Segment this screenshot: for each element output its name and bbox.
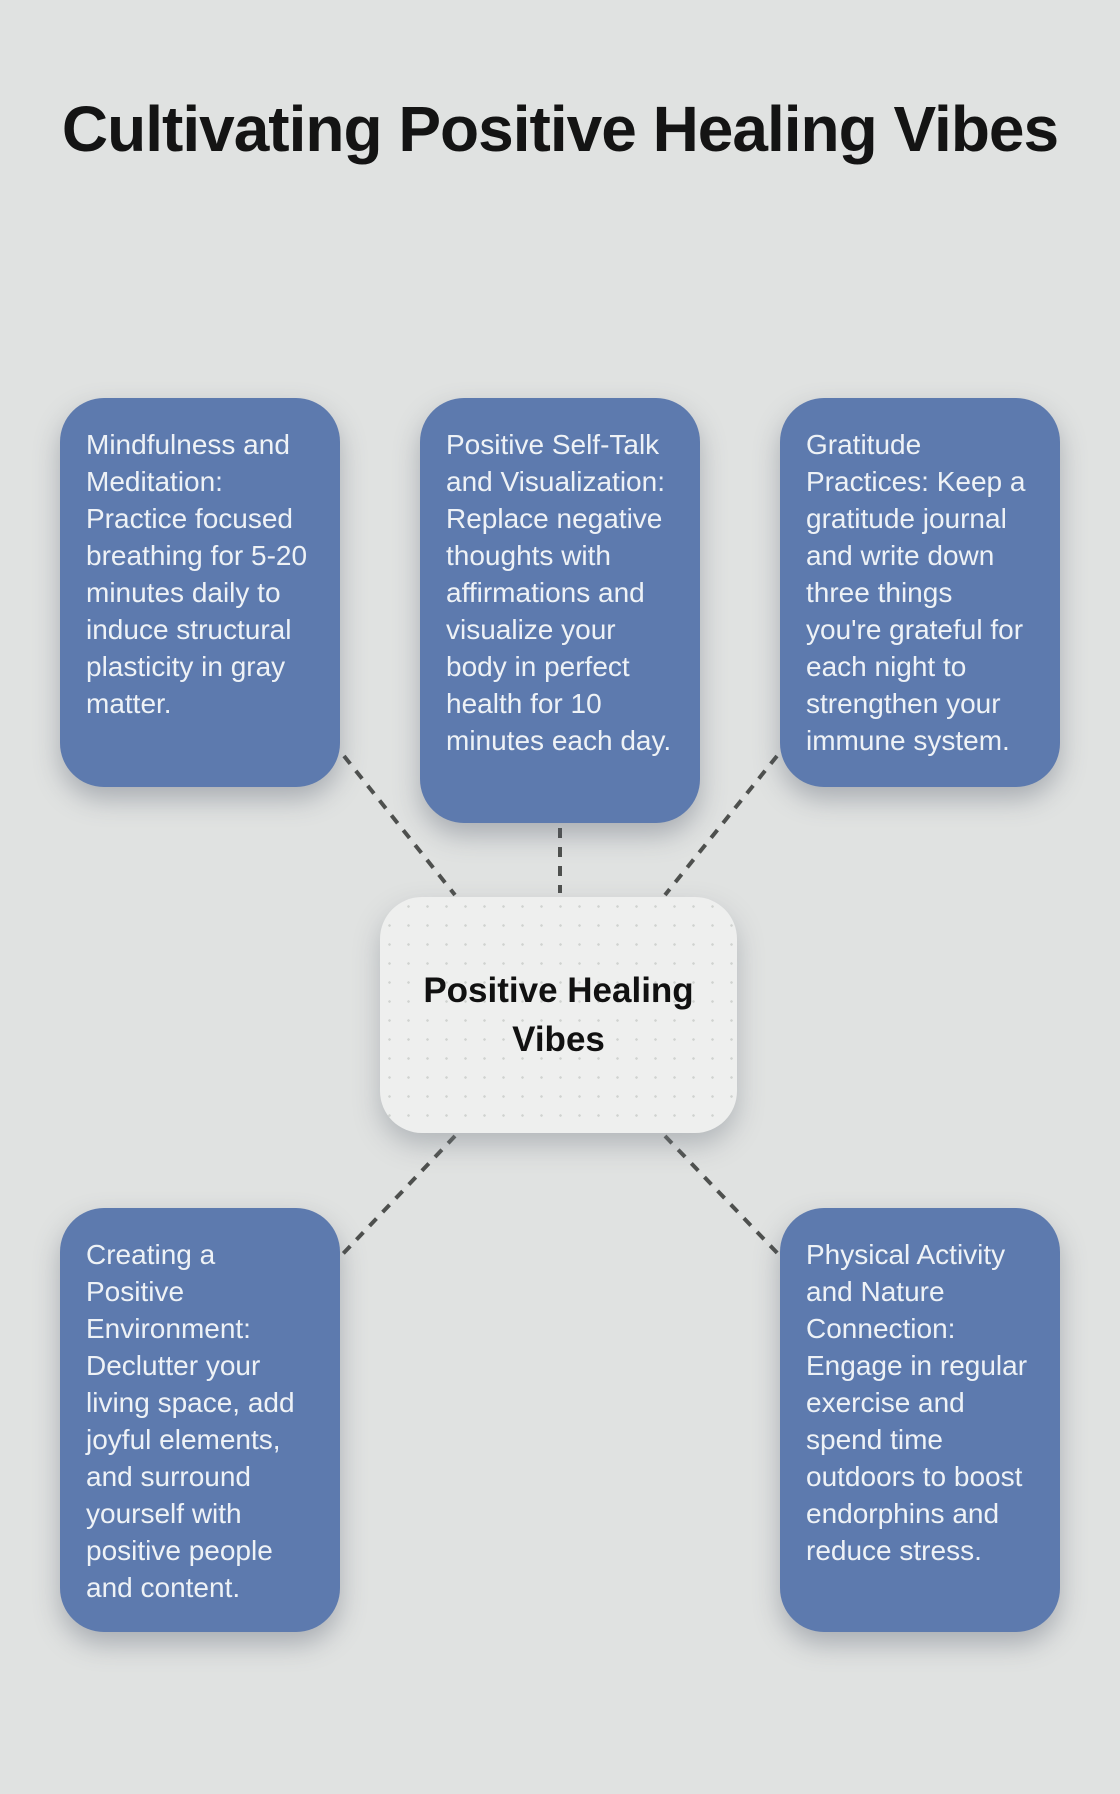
node-positive-environment: Creating a Positive Environment: Declutt… — [60, 1208, 340, 1632]
node-positive-environment-text: Creating a Positive Environment: Declutt… — [86, 1239, 295, 1603]
node-positive-self-talk: Positive Self-Talk and Visualization: Re… — [420, 398, 700, 823]
node-mindfulness-meditation-text: Mindfulness and Meditation: Practice foc… — [86, 429, 308, 719]
diagram-title: Cultivating Positive Healing Vibes — [61, 93, 1059, 165]
node-gratitude-practices: Gratitude Practices: Keep a gratitude jo… — [780, 398, 1060, 787]
node-gratitude-practices-text: Gratitude Practices: Keep a gratitude jo… — [806, 429, 1026, 756]
node-physical-activity-text: Physical Activity and Nature Connection:… — [806, 1239, 1028, 1566]
center-node-label: Positive Healing Vibes — [423, 971, 694, 1059]
center-node: Positive Healing Vibes — [380, 897, 737, 1133]
node-positive-self-talk-text: Positive Self-Talk and Visualization: Re… — [446, 429, 672, 756]
connector-center-to-physical — [663, 1134, 785, 1261]
connector-center-to-environment — [336, 1134, 457, 1261]
node-physical-activity: Physical Activity and Nature Connection:… — [780, 1208, 1060, 1632]
node-mindfulness-meditation: Mindfulness and Meditation: Practice foc… — [60, 398, 340, 787]
